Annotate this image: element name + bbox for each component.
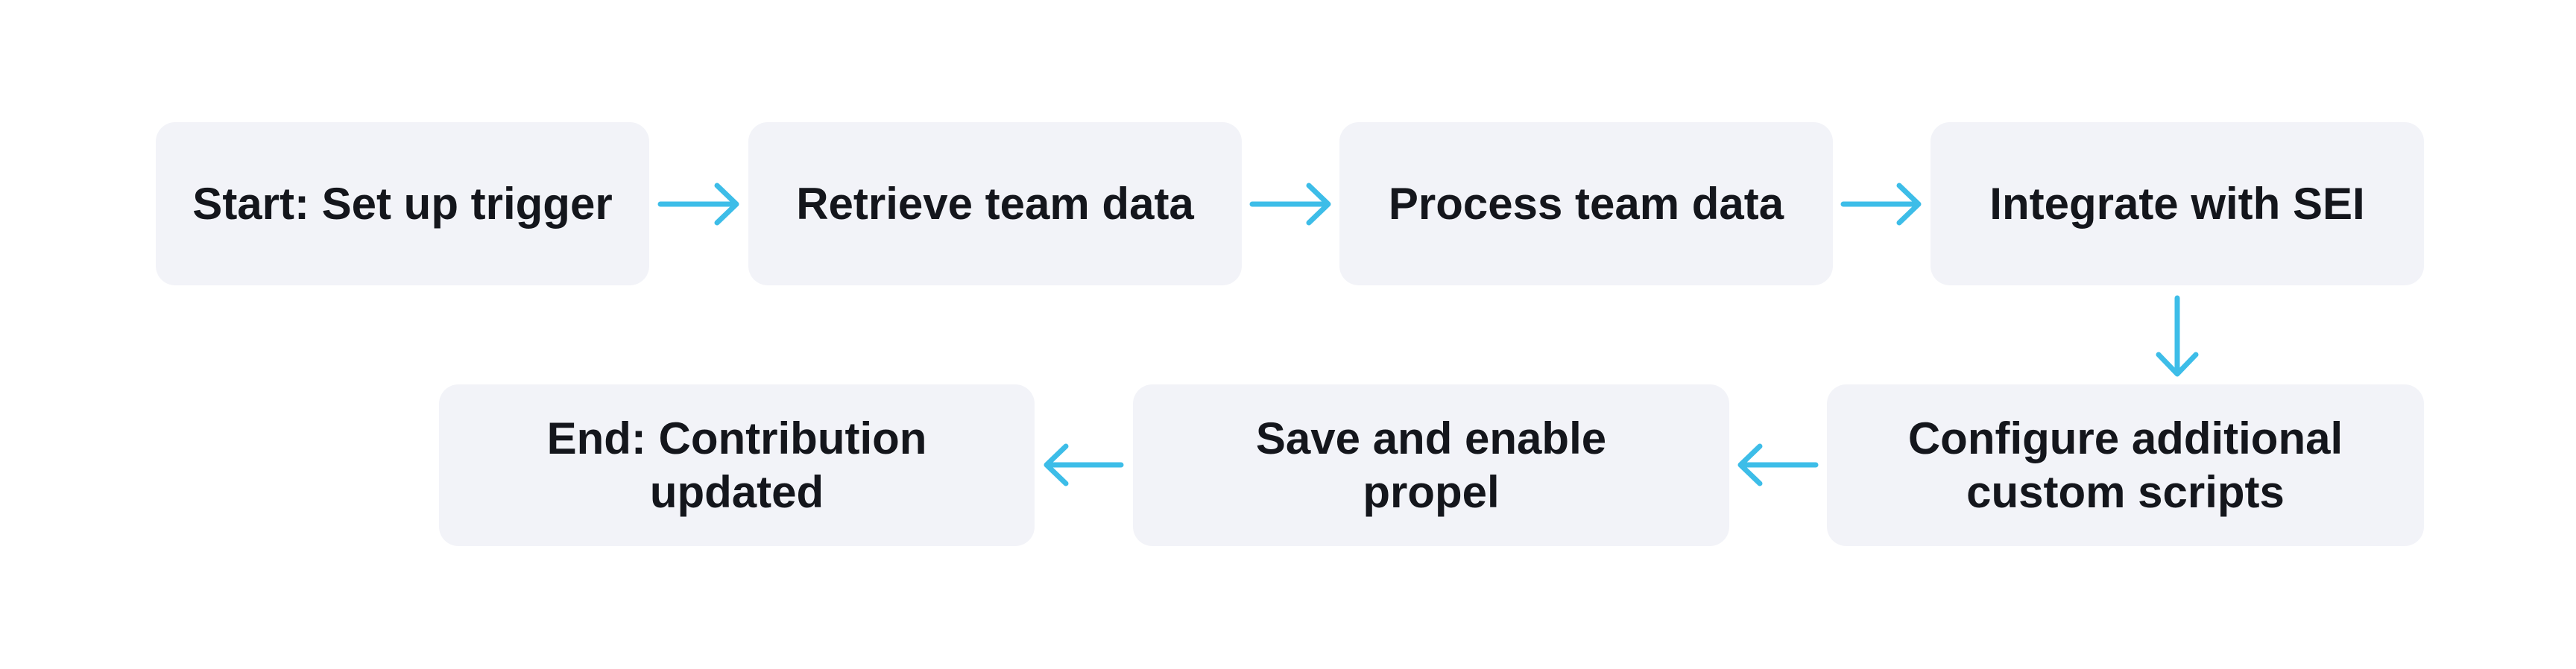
node-save-and-enable-propel: Save and enable propel — [1133, 384, 1729, 546]
node-start-set-up-trigger: Start: Set up trigger — [156, 122, 649, 285]
node-retrieve-team-data: Retrieve team data — [748, 122, 1242, 285]
node-integrate-with-sei: Integrate with SEI — [1931, 122, 2424, 285]
node-label: Start: Set up trigger — [192, 178, 613, 229]
node-label: Save and enable propel — [1255, 413, 1607, 517]
arrow-n6-to-n7 — [1044, 443, 1124, 486]
node-end-contribution-updated: End: Contribution updated — [439, 384, 1035, 546]
arrow-n3-to-n4 — [1840, 183, 1922, 226]
node-label: End: Contribution updated — [546, 413, 927, 517]
arrow-n1-to-n2 — [657, 183, 739, 226]
node-label: Retrieve team data — [796, 178, 1194, 229]
node-process-team-data: Process team data — [1339, 122, 1833, 285]
node-label: Integrate with SEI — [1989, 178, 2365, 229]
node-label: Process team data — [1388, 178, 1784, 229]
arrow-n5-to-n6 — [1737, 443, 1819, 486]
arrow-n2-to-n3 — [1249, 183, 1331, 226]
node-configure-custom-scripts: Configure additional custom scripts — [1827, 384, 2424, 546]
arrow-n4-to-n5 — [2156, 295, 2199, 377]
node-label: Configure additional custom scripts — [1907, 413, 2343, 517]
